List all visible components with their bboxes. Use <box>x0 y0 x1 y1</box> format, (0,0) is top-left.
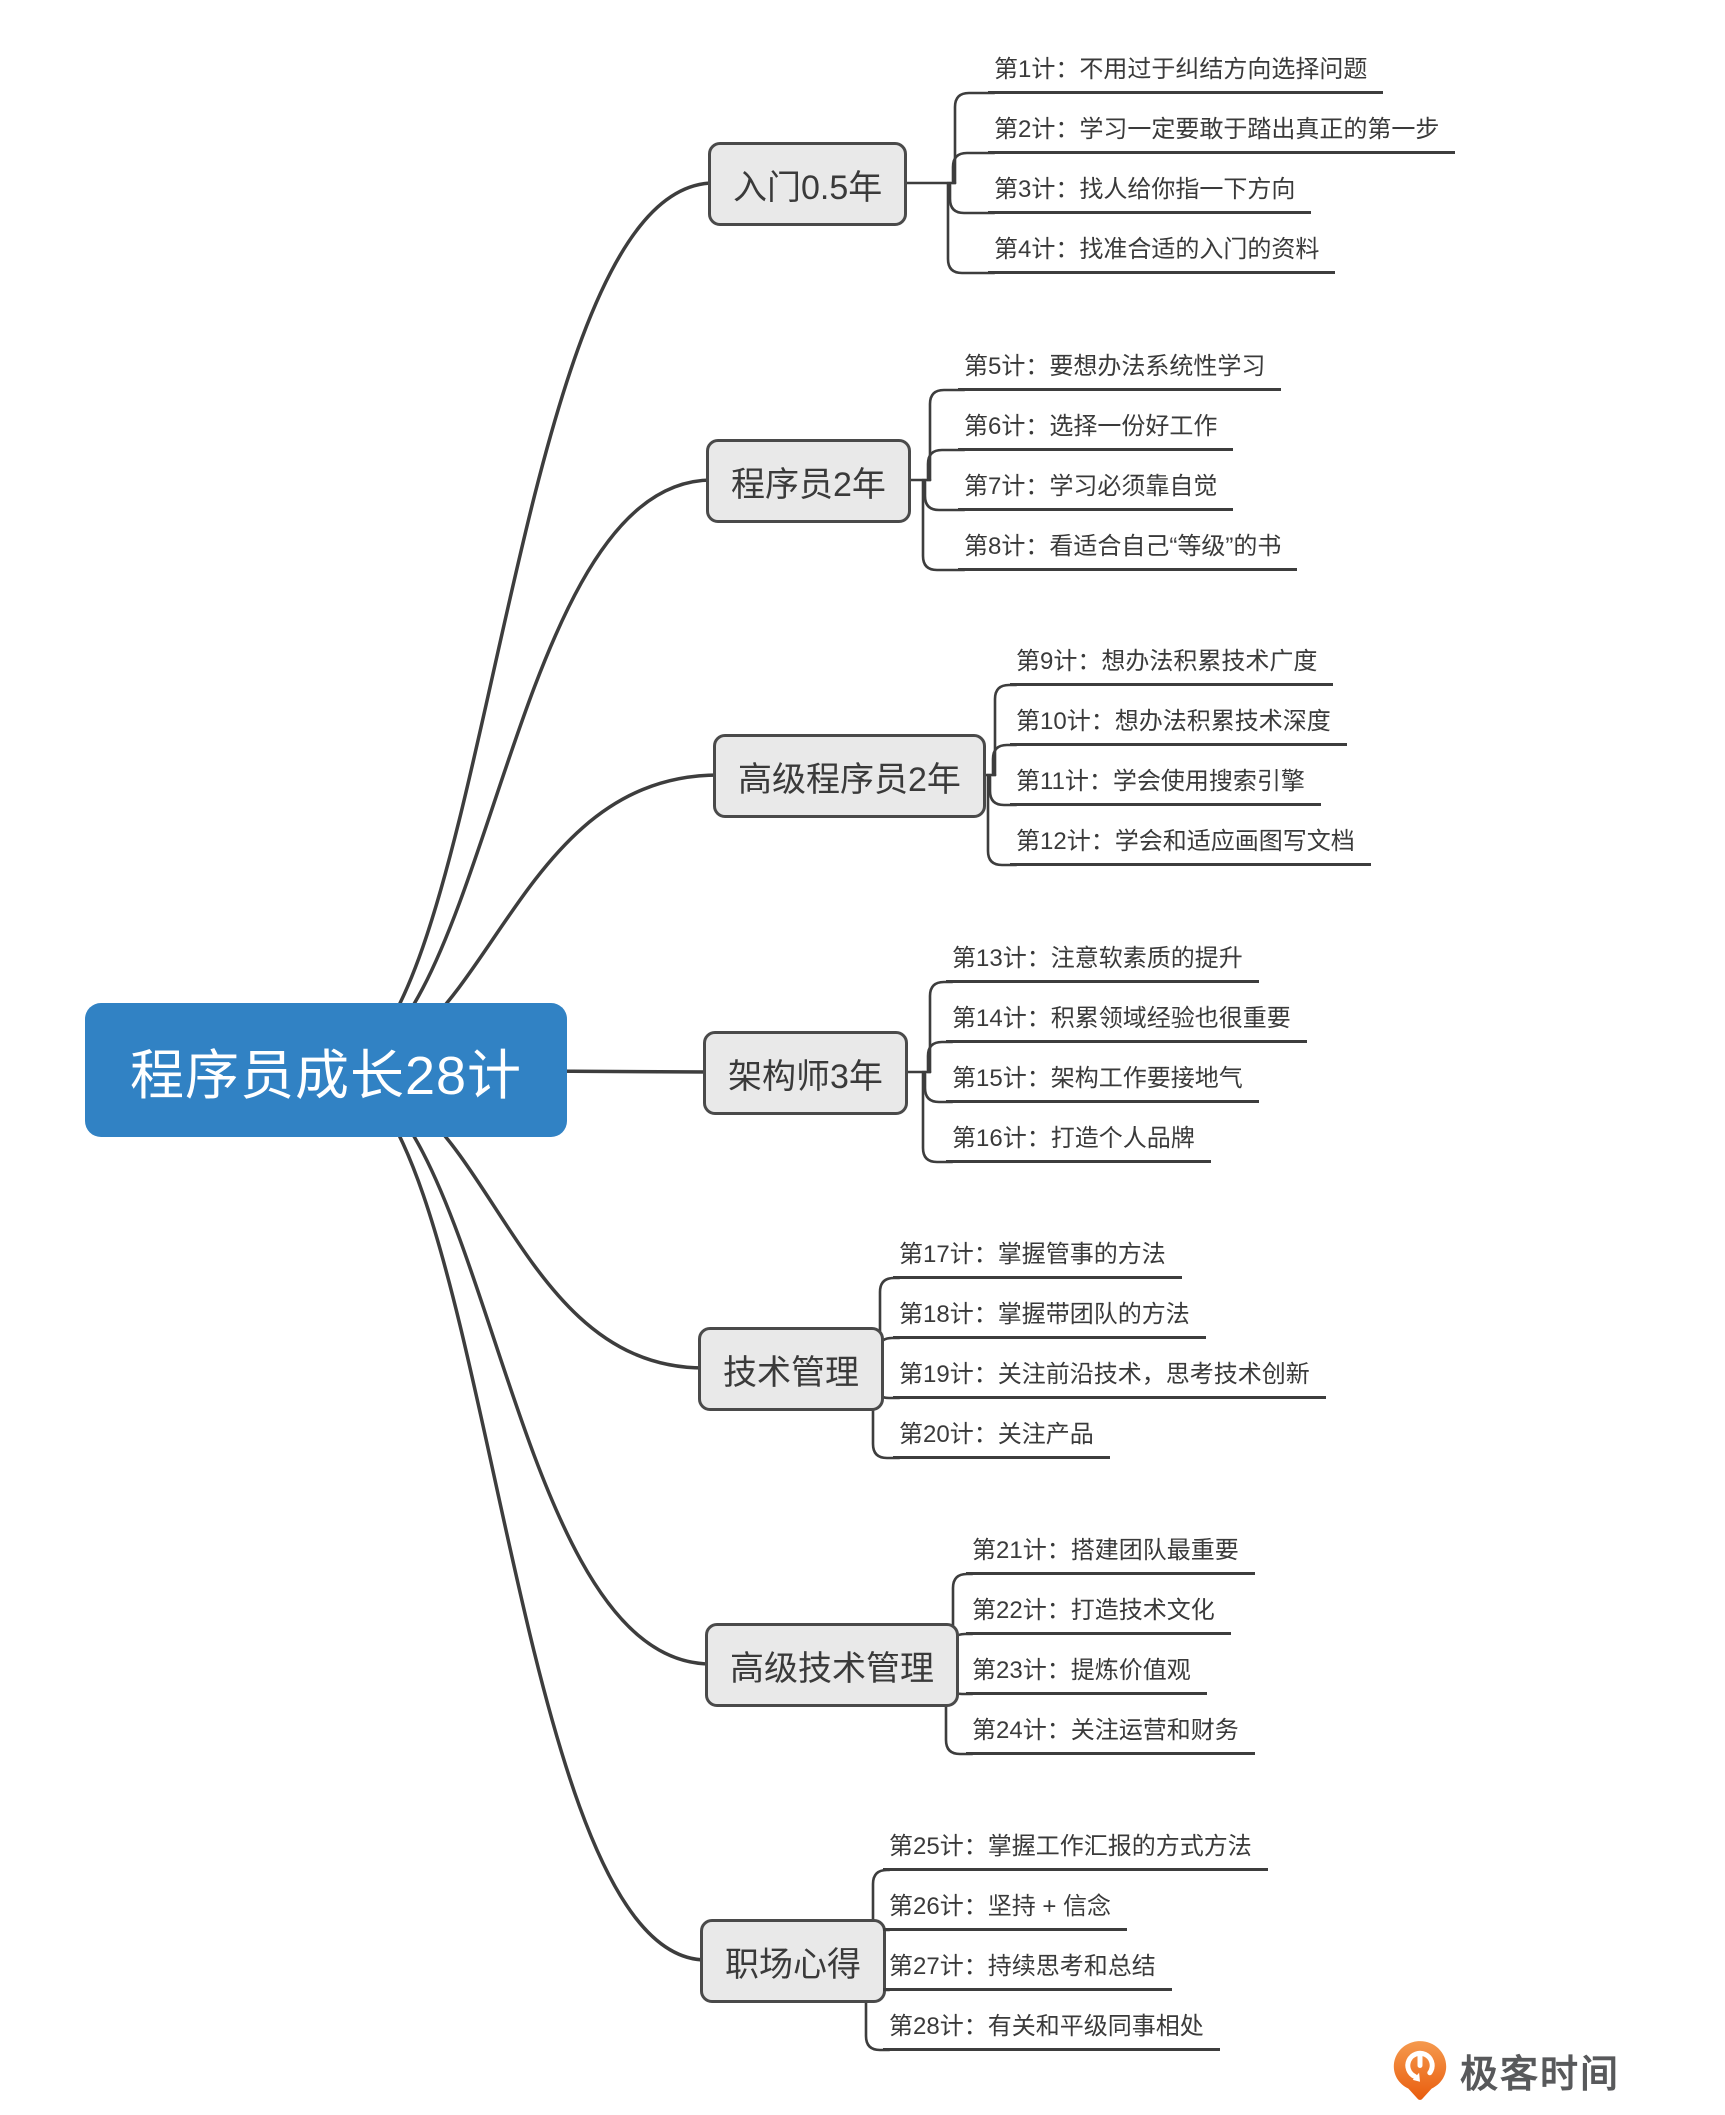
leaf-topic-20[interactable]: 第20计：关注产品 <box>893 1420 1110 1459</box>
root-topic[interactable]: 程序员成长28计 <box>85 1003 567 1137</box>
branch-topic-7[interactable]: 职场心得 <box>700 1919 886 2003</box>
geektime-icon <box>1393 2041 1447 2100</box>
leaf-topic-7[interactable]: 第7计：学习必须靠自觉 <box>958 472 1234 511</box>
leaf-topic-11[interactable]: 第11计：学会使用搜索引擎 <box>1010 767 1321 806</box>
leaf-topic-5[interactable]: 第5计：要想办法系统性学习 <box>958 352 1282 391</box>
leaf-topic-1[interactable]: 第1计：不用过于纠结方向选择问题 <box>988 55 1384 94</box>
branch-topic-6[interactable]: 高级技术管理 <box>705 1623 959 1707</box>
branch-topic-2[interactable]: 程序员2年 <box>706 439 911 523</box>
leaf-topic-9[interactable]: 第9计：想办法积累技术广度 <box>1010 647 1334 686</box>
leaf-topic-23[interactable]: 第23计：提炼价值观 <box>966 1656 1207 1695</box>
leaf-topic-17[interactable]: 第17计：掌握管事的方法 <box>893 1240 1182 1279</box>
branch-topic-4[interactable]: 架构师3年 <box>703 1031 908 1115</box>
geektime-wordmark: 极客时间 <box>1460 2053 1621 2096</box>
leaf-topic-19[interactable]: 第19计：关注前沿技术，思考技术创新 <box>893 1360 1326 1399</box>
branch-connectors <box>808 91 996 275</box>
leaf-topic-28[interactable]: 第28计：有关和平级同事相处 <box>883 2012 1220 2051</box>
leaf-topic-10[interactable]: 第10计：想办法积累技术深度 <box>1010 707 1347 746</box>
leaf-topic-13[interactable]: 第13计：注意软素质的提升 <box>946 944 1259 983</box>
branch-topic-1[interactable]: 入门0.5年 <box>708 142 908 226</box>
leaf-topic-4[interactable]: 第4计：找准合适的入门的资料 <box>988 235 1336 274</box>
leaf-topic-6[interactable]: 第6计：选择一份好工作 <box>958 412 1234 451</box>
leaf-topic-15[interactable]: 第15计：架构工作要接地气 <box>946 1064 1259 1103</box>
leaf-topic-12[interactable]: 第12计：学会和适应画图写文档 <box>1010 827 1371 866</box>
branch-topic-3[interactable]: 高级程序员2年 <box>713 734 986 818</box>
geektime-logo: 极客时间 <box>1392 2036 1620 2104</box>
leaf-topic-25[interactable]: 第25计：掌握工作汇报的方式方法 <box>883 1832 1268 1871</box>
leaf-topic-22[interactable]: 第22计：打造技术文化 <box>966 1596 1231 1635</box>
leaf-topic-21[interactable]: 第21计：搭建团队最重要 <box>966 1536 1255 1575</box>
leaf-topic-16[interactable]: 第16计：打造个人品牌 <box>946 1124 1211 1163</box>
leaf-topic-3[interactable]: 第3计：找人给你指一下方向 <box>988 175 1312 214</box>
branch-topic-5[interactable]: 技术管理 <box>698 1327 884 1411</box>
leaf-topic-18[interactable]: 第18计：掌握带团队的方法 <box>893 1300 1206 1339</box>
branch-connectors <box>801 980 954 1164</box>
leaf-topic-8[interactable]: 第8计：看适合自己“等级”的书 <box>958 532 1298 571</box>
leaf-topic-26[interactable]: 第26计：坚持 + 信念 <box>883 1892 1128 1931</box>
leaf-topic-27[interactable]: 第27计：持续思考和总结 <box>883 1952 1172 1991</box>
leaf-topic-2[interactable]: 第2计：学习一定要敢于踏出真正的第一步 <box>988 115 1456 154</box>
leaf-topic-14[interactable]: 第14计：积累领域经验也很重要 <box>946 1004 1307 1043</box>
leaf-topic-24[interactable]: 第24计：关注运营和财务 <box>966 1716 1255 1755</box>
